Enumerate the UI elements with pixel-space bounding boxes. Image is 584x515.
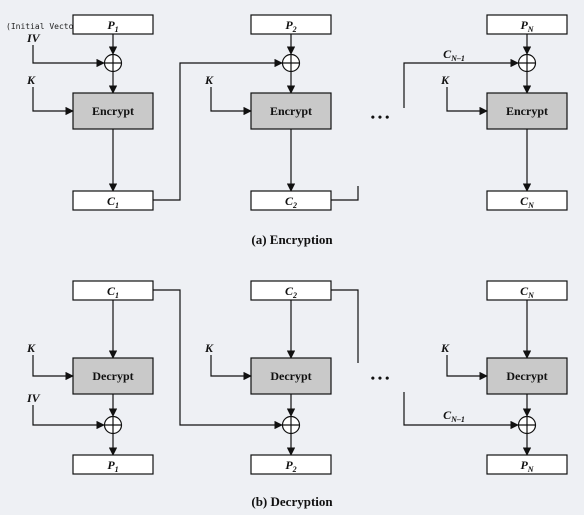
dec-ellipsis: • • • [371, 371, 390, 385]
decrypt-block-1: Decrypt [72, 357, 154, 395]
enc-arrow-key-2 [210, 87, 252, 116]
enc-ellipsis: • • • [371, 110, 390, 124]
enc-ciphertext-1-box: C1 [72, 190, 154, 211]
dec-xor-1-icon [103, 415, 123, 435]
encrypt-block-2: Encrypt [250, 92, 332, 130]
enc-arrow-key-n [446, 87, 488, 116]
enc-xor-n-icon [517, 53, 537, 73]
enc-feedback-c2-out [331, 186, 359, 201]
enc-plaintext-2-box: P2 [250, 14, 332, 35]
dec-feedback-c1-xor2 [153, 289, 283, 430]
svg-text:Decrypt: Decrypt [506, 369, 547, 383]
enc-key-n-label: K [440, 73, 450, 87]
decryption-section: C1 C2 CN Decrypt Decrypt Decrypt K [26, 280, 568, 509]
svg-text:PN: PN [520, 458, 534, 474]
svg-text:P1: P1 [107, 458, 118, 474]
dec-plaintext-n-box: PN [486, 454, 568, 475]
encryption-caption: (a) Encryption [251, 232, 333, 247]
svg-text:CN: CN [520, 194, 535, 210]
decryption-caption: (b) Decryption [251, 494, 333, 509]
svg-text:C1: C1 [107, 284, 119, 300]
svg-text:Encrypt: Encrypt [506, 104, 548, 118]
encryption-section: P1 P2 PN IV [26, 14, 568, 247]
enc-arrow-key-1 [32, 87, 74, 116]
svg-text:P1: P1 [107, 18, 118, 34]
enc-feedback-cn1-xorn [403, 58, 519, 108]
dec-ciphertext-1-box: C1 [72, 280, 154, 301]
enc-feedback-label: CN–1 [443, 47, 465, 63]
dec-xor-n-icon [517, 415, 537, 435]
enc-ciphertext-2-box: C2 [250, 190, 332, 211]
dec-feedback-label: CN–1 [443, 408, 465, 424]
dec-plaintext-2-box: P2 [250, 454, 332, 475]
iv-annotation: (Initial Vector) [6, 22, 83, 31]
dec-key-1-label: K [26, 341, 36, 355]
dec-arrow-key-2 [210, 355, 252, 381]
dec-feedback-c2-out [331, 289, 359, 363]
enc-ciphertext-n-box: CN [486, 190, 568, 211]
decrypt-block-2: Decrypt [250, 357, 332, 395]
enc-key-2-label: K [204, 73, 214, 87]
enc-arrow-iv-xor [32, 45, 105, 68]
enc-key-1-label: K [26, 73, 36, 87]
dec-xor-2-icon [281, 415, 301, 435]
dec-key-n-label: K [440, 341, 450, 355]
enc-xor-2-icon [281, 53, 301, 73]
svg-text:C2: C2 [285, 194, 297, 210]
svg-text:Decrypt: Decrypt [92, 369, 133, 383]
dec-iv-label: IV [26, 391, 41, 405]
svg-text:C1: C1 [107, 194, 119, 210]
svg-text:Decrypt: Decrypt [270, 369, 311, 383]
dec-feedback-cn1-xorn [403, 392, 519, 430]
dec-arrow-key-1 [32, 355, 74, 381]
enc-plaintext-1-box: P1 [72, 14, 154, 35]
svg-text:C2: C2 [285, 284, 297, 300]
enc-iv-label: IV [26, 31, 41, 45]
enc-xor-1-icon [103, 53, 123, 73]
encrypt-block-n: Encrypt [486, 92, 568, 130]
svg-text:PN: PN [520, 18, 534, 34]
dec-key-2-label: K [204, 341, 214, 355]
decrypt-block-n: Decrypt [486, 357, 568, 395]
dec-arrow-key-n [446, 355, 488, 381]
dec-arrow-iv-xor [32, 405, 105, 430]
dec-ciphertext-2-box: C2 [250, 280, 332, 301]
enc-feedback-c1-xor2 [153, 58, 283, 201]
svg-text:Encrypt: Encrypt [92, 104, 134, 118]
svg-text:P2: P2 [285, 18, 296, 34]
dec-plaintext-1-box: P1 [72, 454, 154, 475]
dec-ciphertext-n-box: CN [486, 280, 568, 301]
svg-text:Encrypt: Encrypt [270, 104, 312, 118]
enc-plaintext-n-box: PN [486, 14, 568, 35]
svg-text:CN: CN [520, 284, 535, 300]
svg-text:P2: P2 [285, 458, 296, 474]
encrypt-block-1: Encrypt [72, 92, 154, 130]
